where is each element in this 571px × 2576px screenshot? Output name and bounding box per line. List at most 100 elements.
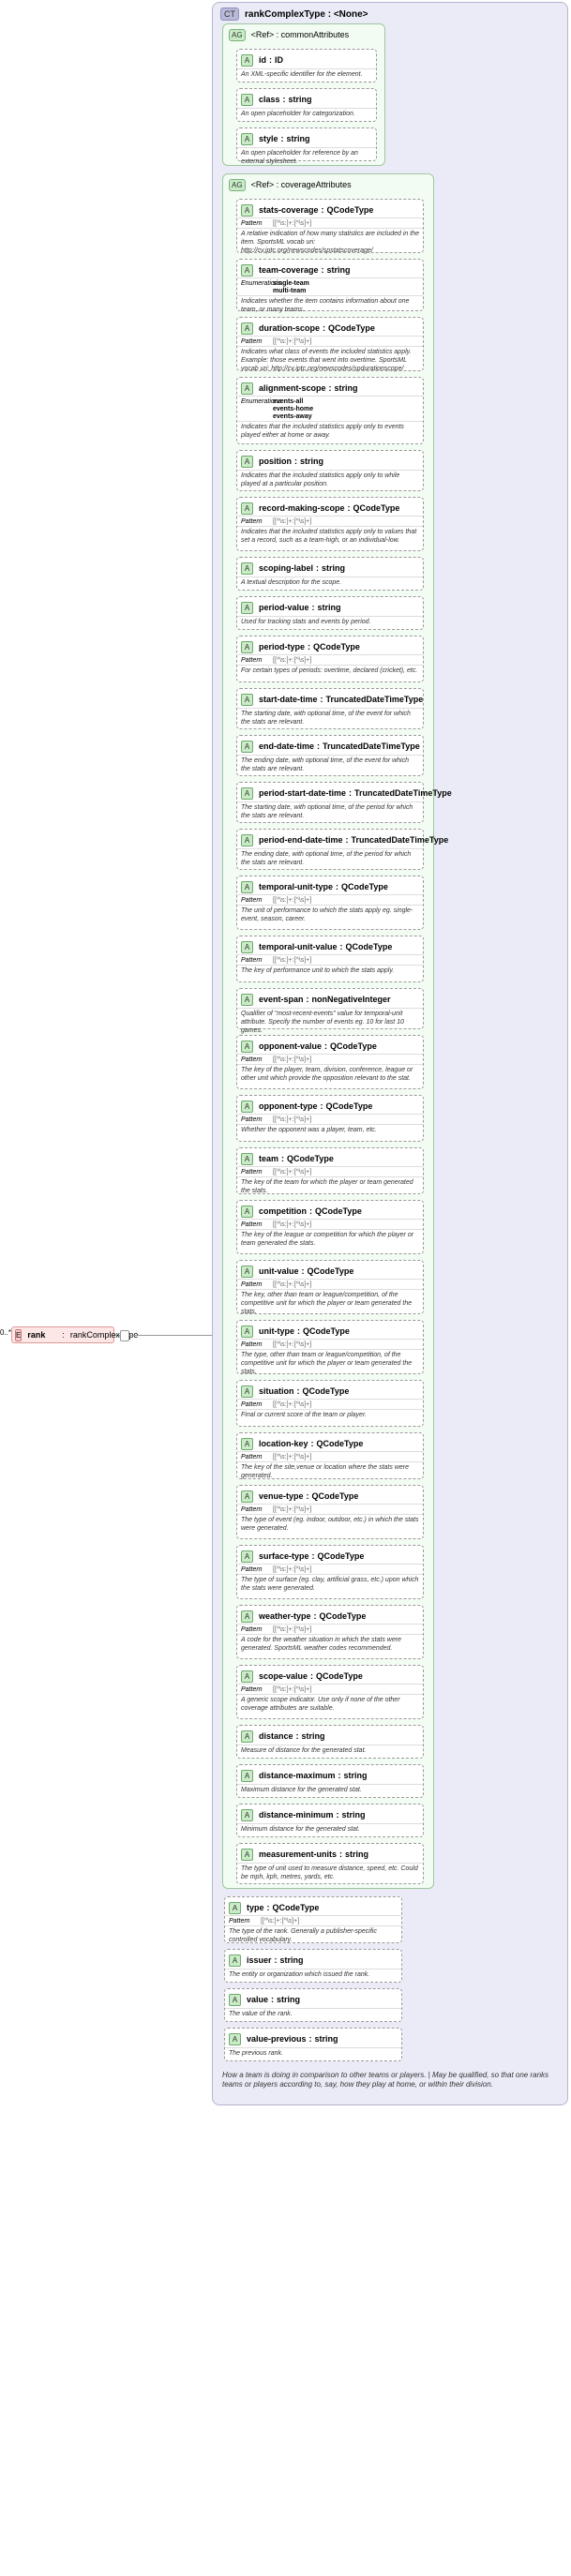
separator-line <box>237 1064 423 1065</box>
attribute-icon: A <box>241 1325 253 1338</box>
attribute-documentation: The key of performance unit to which the… <box>241 967 395 974</box>
attribute-name: value-previous <box>247 2034 307 2044</box>
attribute-facet: Pattern[[^\s:]+:[^\s]+] <box>241 1686 311 1693</box>
element-separator: : <box>62 1330 65 1340</box>
attribute-name: unit-value <box>259 1266 299 1276</box>
attribute-documentation: An XML-specific identifier for the eleme… <box>241 71 363 78</box>
attribute-documentation: The key of the site,venue or location wh… <box>241 1464 409 1479</box>
attribute-icon: A <box>241 502 253 515</box>
attribute-type: QCodeType <box>303 1326 350 1336</box>
separator-line <box>237 1784 423 1785</box>
attribute-documentation: The type, other than team or league/comp… <box>241 1352 413 1375</box>
attribute-icon: A <box>241 1152 253 1165</box>
separator-line <box>237 516 423 517</box>
attribute-icon: A <box>241 1437 253 1450</box>
separator-line <box>237 665 423 666</box>
group-title: <Ref> : coverageAttributes <box>250 180 352 189</box>
facet-value: [[^\s:]+:[^\s]+] <box>273 897 312 904</box>
attribute-facet: Pattern[[^\s:]+:[^\s]+] <box>241 1626 311 1633</box>
separator-line <box>237 217 423 218</box>
attribute-type: TruncatedDateTimeType <box>354 788 452 798</box>
attribute-type: ID <box>275 55 283 65</box>
attribute-separator: : <box>269 55 272 65</box>
attribute-separator: : <box>308 2034 312 2044</box>
facet-value: [[^\s:]+:[^\s]+] <box>273 1221 312 1228</box>
attribute-facet: Pattern[[^\s:]+:[^\s]+] <box>241 338 311 345</box>
attribute-type: QCodeType <box>319 1611 367 1621</box>
attribute-facet: Pattern[[^\s:]+:[^\s]+] <box>229 1918 299 1925</box>
attribute-type: TruncatedDateTimeType <box>325 695 424 704</box>
multiplicity-label: 0..* <box>0 1328 12 1337</box>
attribute-separator: : <box>338 1771 341 1780</box>
attribute-type: QCodeType <box>328 323 375 333</box>
attribute-type: TruncatedDateTimeType <box>323 741 420 751</box>
attribute-type: QCodeType <box>325 1101 373 1111</box>
facet-value: [[^\s:]+:[^\s]+] <box>273 657 312 664</box>
separator-line <box>237 1684 423 1685</box>
attribute-name: alignment-scope <box>259 383 326 393</box>
attribute-separator: : <box>306 995 309 1004</box>
rank-element[interactable]: E rank : rankComplexType <box>11 1326 138 1343</box>
facet-value: [[^\s:]+:[^\s]+] <box>273 220 312 227</box>
attribute-documentation: Indicates that the included statistics a… <box>241 529 417 544</box>
attribute-separator: : <box>280 134 284 143</box>
expand-toggle[interactable] <box>120 1330 129 1341</box>
separator-line <box>237 1114 423 1115</box>
separator-line <box>237 1219 423 1220</box>
attribute-type: QCodeType <box>326 205 374 215</box>
attribute-documentation: A generic scope indicator. Use only if n… <box>241 1697 400 1712</box>
attribute-icon: A <box>241 322 253 335</box>
attribute-icon: A <box>229 1993 241 2006</box>
attribute-separator: : <box>336 882 339 891</box>
attribute-separator: : <box>308 642 311 651</box>
attribute-icon: A <box>241 1670 253 1683</box>
attribute-documentation: The key of the player, team, division, c… <box>241 1067 413 1082</box>
attribute-name: venue-type <box>259 1491 304 1501</box>
